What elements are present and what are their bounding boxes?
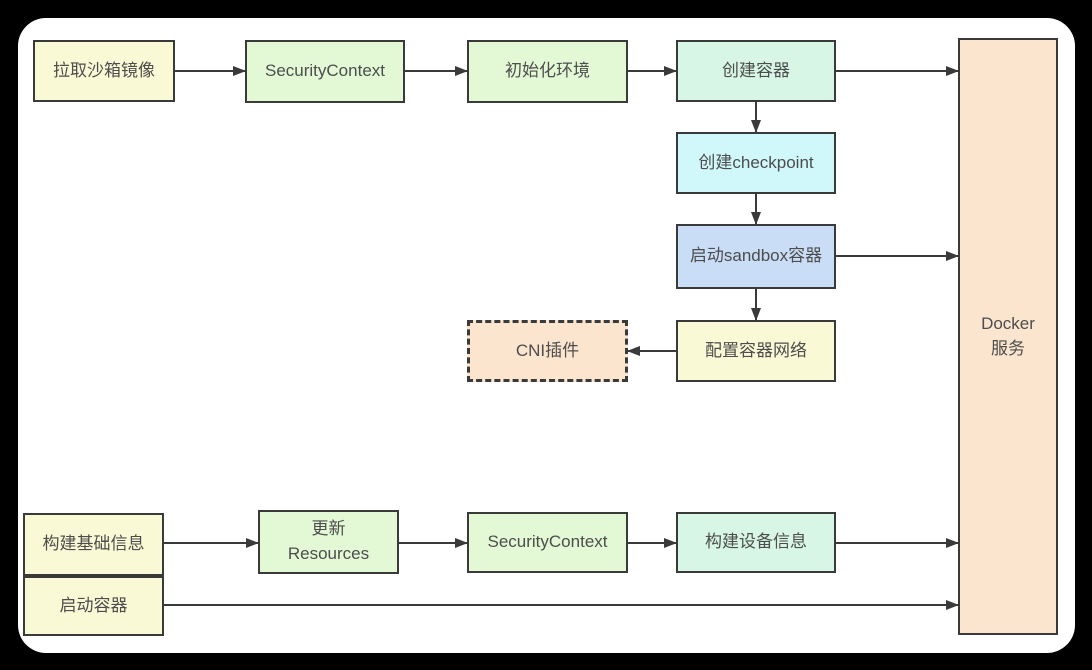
- node-update-resources: 更新 Resources: [258, 510, 399, 574]
- node-security-context-bottom: SecurityContext: [467, 512, 628, 573]
- node-label-pull-sandbox-image: 拉取沙箱镜像: [53, 60, 155, 80]
- node-security-context-top: SecurityContext: [245, 40, 405, 103]
- node-build-basic-info: 构建基础信息: [23, 513, 164, 576]
- node-start-sandbox-container: 启动sandbox容器: [676, 224, 836, 289]
- node-label-security-context-bottom: SecurityContext: [487, 532, 608, 552]
- node-cni-plugin: CNI插件: [467, 320, 628, 382]
- node-pull-sandbox-image: 拉取沙箱镜像: [33, 40, 175, 102]
- node-label-update-resources: 更新 Resources: [287, 519, 370, 563]
- node-create-checkpoint: 创建checkpoint: [676, 132, 836, 194]
- node-label-init-env: 初始化环境: [505, 61, 590, 81]
- node-start-container: 启动容器: [23, 576, 164, 636]
- node-label-create-container: 创建容器: [722, 60, 790, 80]
- node-build-device-info: 构建设备信息: [676, 512, 836, 573]
- node-init-env: 初始化环境: [467, 40, 628, 103]
- node-label-build-basic-info: 构建基础信息: [42, 534, 145, 554]
- node-label-build-device-info: 构建设备信息: [705, 532, 807, 552]
- node-config-container-network: 配置容器网络: [676, 320, 836, 382]
- node-label-cni-plugin: CNI插件: [515, 340, 580, 360]
- node-create-container: 创建容器: [676, 40, 836, 102]
- node-label-docker-service: Docker 服务: [981, 313, 1035, 358]
- node-label-create-checkpoint: 创建checkpoint: [698, 152, 814, 172]
- node-label-security-context-top: SecurityContext: [265, 61, 385, 81]
- node-docker-service: Docker 服务: [958, 38, 1058, 635]
- node-label-config-container-network: 配置容器网络: [705, 340, 807, 360]
- node-label-start-sandbox-container: 启动sandbox容器: [689, 246, 823, 266]
- node-label-start-container: 启动容器: [59, 595, 128, 615]
